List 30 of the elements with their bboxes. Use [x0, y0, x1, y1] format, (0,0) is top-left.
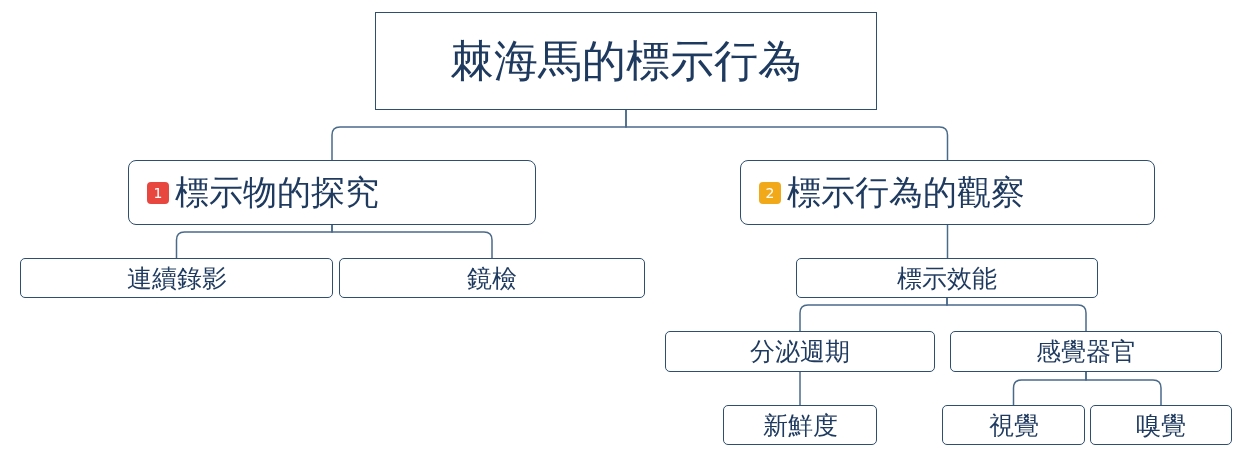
- connector-line: [1085, 371, 1162, 406]
- topic-box: [796, 258, 1098, 298]
- title-box: [375, 12, 877, 110]
- connector-line: [799, 371, 801, 406]
- topic-text: 鏡檢: [467, 262, 517, 295]
- topic-text: 視覺: [988, 409, 1039, 442]
- priority-badge-icon: 1: [147, 181, 169, 204]
- topic-text: 感覺器官: [1036, 336, 1136, 368]
- topic-box: [740, 160, 1155, 225]
- topic-box: [665, 331, 935, 372]
- topic-text: 標示物的探究: [175, 170, 379, 214]
- topic-text: 標示效能: [897, 262, 997, 295]
- connector-line: [946, 224, 949, 259]
- topic-text: 新鮮度: [762, 409, 838, 442]
- topic-text: 分泌週期: [750, 336, 850, 368]
- topic-box: [339, 258, 645, 298]
- topic-text: 連續錄影: [126, 262, 227, 295]
- topic-box: [950, 331, 1222, 372]
- topic-box: [20, 258, 333, 298]
- topic-box: [723, 405, 877, 445]
- connector-line: [946, 297, 1087, 332]
- topic-text: 嗅覺: [1136, 409, 1186, 442]
- topic-box: [128, 160, 536, 225]
- topic-text: 標示行為的觀察: [787, 170, 1025, 214]
- priority-badge-icon: 2: [759, 181, 781, 204]
- topic-box: [1090, 405, 1232, 445]
- connector-line: [331, 224, 493, 259]
- connector-line: [625, 109, 949, 161]
- title-text: 棘海馬的標示行為: [450, 33, 802, 88]
- topic-box: [942, 405, 1085, 445]
